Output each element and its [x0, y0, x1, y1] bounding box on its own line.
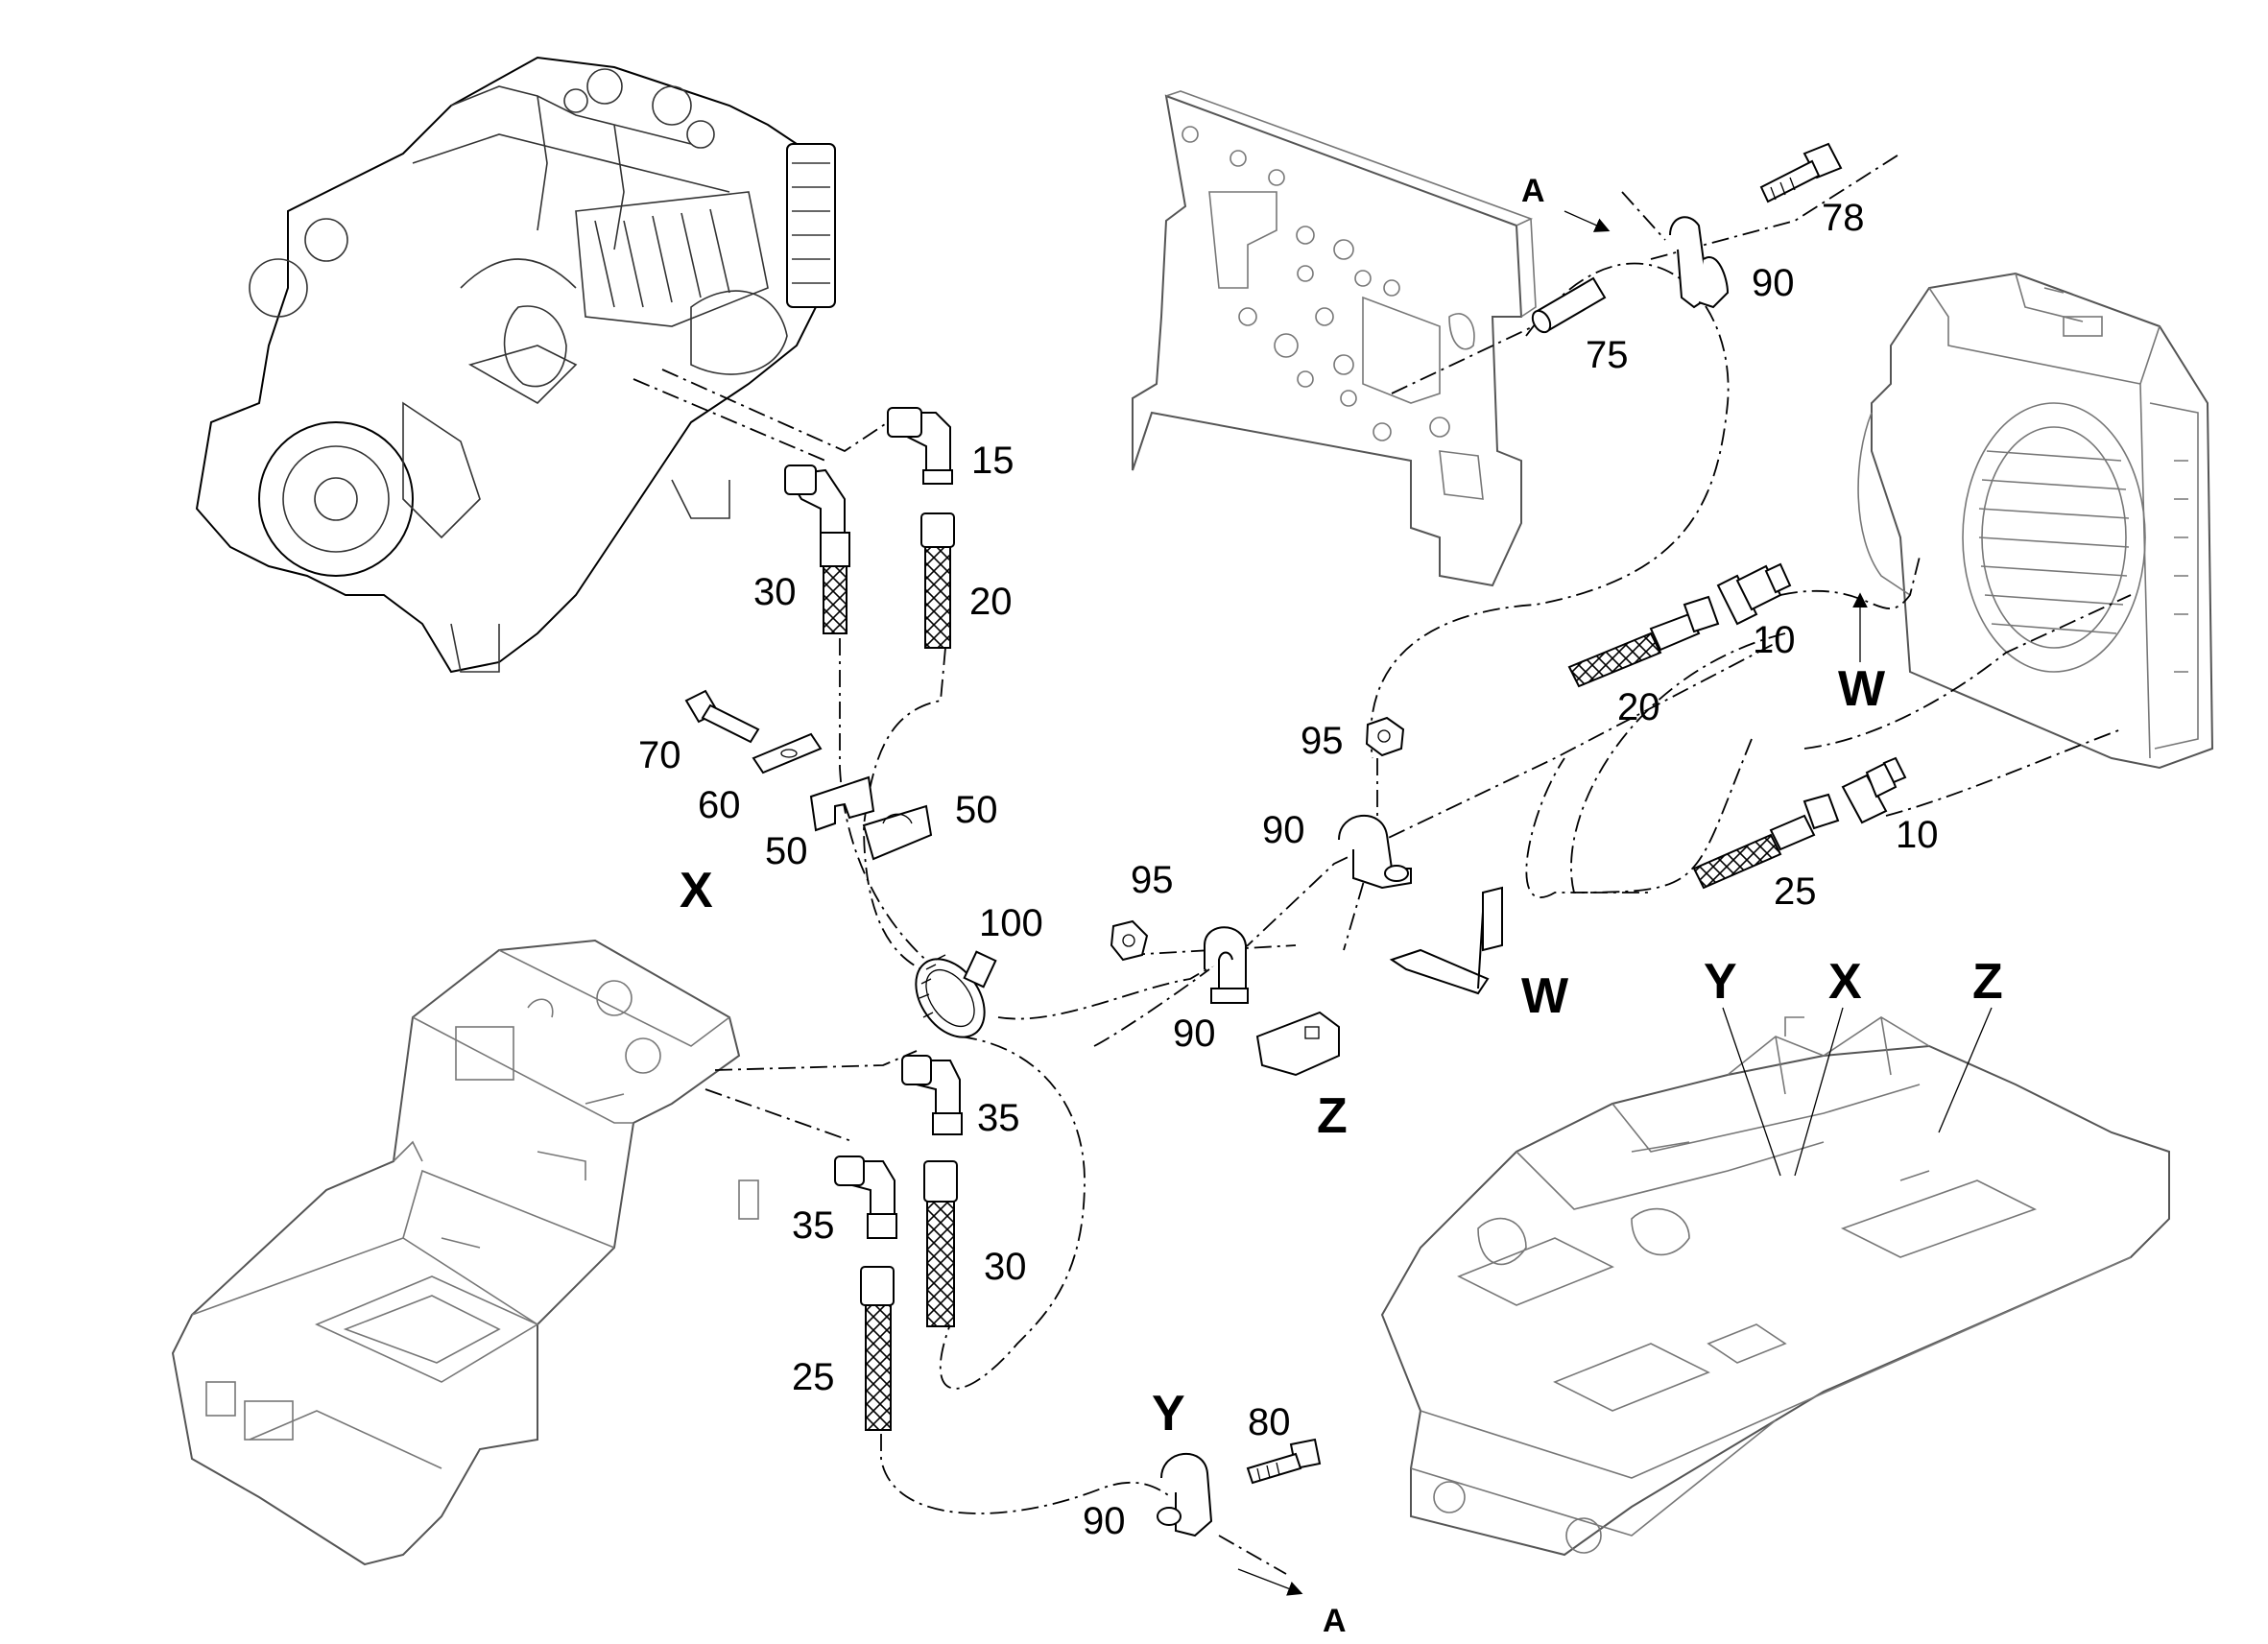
callout-90: 90	[1752, 262, 1795, 304]
spacer-75	[1531, 276, 1607, 334]
callout-78: 78	[1822, 197, 1865, 239]
adapter-10a	[1716, 562, 1792, 626]
hose-20b	[1567, 595, 1720, 688]
p-clamp-90d	[1157, 1452, 1213, 1537]
radiator-assembly	[1857, 272, 2214, 770]
nut-95a	[1110, 919, 1149, 962]
callout-75: 75	[1586, 334, 1629, 376]
callout-25: 25	[792, 1356, 835, 1398]
p-clamp-90b	[1338, 814, 1412, 890]
hose-25a	[860, 1266, 895, 1431]
callout-80: 80	[1248, 1401, 1291, 1443]
nut-95b	[1365, 716, 1405, 757]
p-clamp-90c	[1669, 216, 1730, 309]
plate-60	[752, 732, 823, 774]
callout-70: 70	[638, 734, 681, 776]
hose-30b	[923, 1160, 958, 1327]
chassis-frame	[1380, 1016, 2170, 1557]
elbow-35a	[901, 1055, 963, 1135]
callout-10: 10	[1896, 814, 1939, 856]
frame-leaders	[1722, 1007, 1993, 1177]
callout-30: 30	[753, 571, 797, 613]
callout-10: 10	[1753, 619, 1796, 661]
callout-90: 90	[1173, 1013, 1216, 1055]
section-arrow-bottom	[1237, 1568, 1303, 1596]
bracket-w	[1389, 886, 1503, 995]
elbow-35b	[834, 1156, 897, 1239]
callout-35: 35	[792, 1204, 835, 1247]
bolt-78	[1759, 142, 1843, 203]
operator-platform	[171, 939, 759, 1566]
p-clamp-90a	[1204, 926, 1249, 1004]
adapter-10b	[1841, 756, 1907, 824]
section-label-a: A	[1323, 1603, 1347, 1639]
callout-20: 20	[969, 581, 1013, 623]
callout-50: 50	[765, 830, 808, 872]
view-label-z: Z	[1317, 1088, 1348, 1144]
callout-100: 100	[979, 902, 1043, 944]
callout-20: 20	[1617, 686, 1660, 728]
view-label-x: X	[680, 863, 713, 918]
frame-label-y: Y	[1704, 954, 1737, 1010]
view-label-w: W	[1838, 661, 1886, 717]
callout-95: 95	[1131, 859, 1174, 901]
callout-60: 60	[698, 784, 741, 826]
mounting-panel	[1132, 90, 1537, 587]
hose-clamp-100	[915, 950, 997, 1038]
rubber-block-z	[1255, 1011, 1340, 1077]
callout-35: 35	[977, 1097, 1020, 1139]
elbow-fitting-15	[887, 407, 953, 485]
bolt-80	[1246, 1438, 1322, 1485]
callout-90: 90	[1262, 809, 1305, 851]
callout-90: 90	[1083, 1500, 1126, 1542]
section-label-a: A	[1521, 173, 1545, 209]
view-label-w: W	[1521, 968, 1569, 1024]
callout-95: 95	[1301, 720, 1344, 762]
callout-30: 30	[984, 1246, 1027, 1288]
hose-20	[920, 512, 955, 649]
clamp-half-50a	[809, 775, 875, 832]
frame-label-z: Z	[1972, 954, 2003, 1010]
frame-label-x: X	[1828, 954, 1862, 1010]
hose-end-30	[784, 465, 850, 634]
callout-50: 50	[955, 789, 998, 831]
section-arrow-top	[1564, 210, 1611, 232]
bolt-70	[684, 689, 760, 744]
clamp-half-50b	[862, 804, 933, 861]
callout-25: 25	[1774, 870, 1817, 913]
hose-25b	[1692, 793, 1840, 890]
engine-assembly	[195, 56, 837, 674]
callout-15: 15	[971, 440, 1015, 482]
view-label-y: Y	[1152, 1386, 1185, 1441]
